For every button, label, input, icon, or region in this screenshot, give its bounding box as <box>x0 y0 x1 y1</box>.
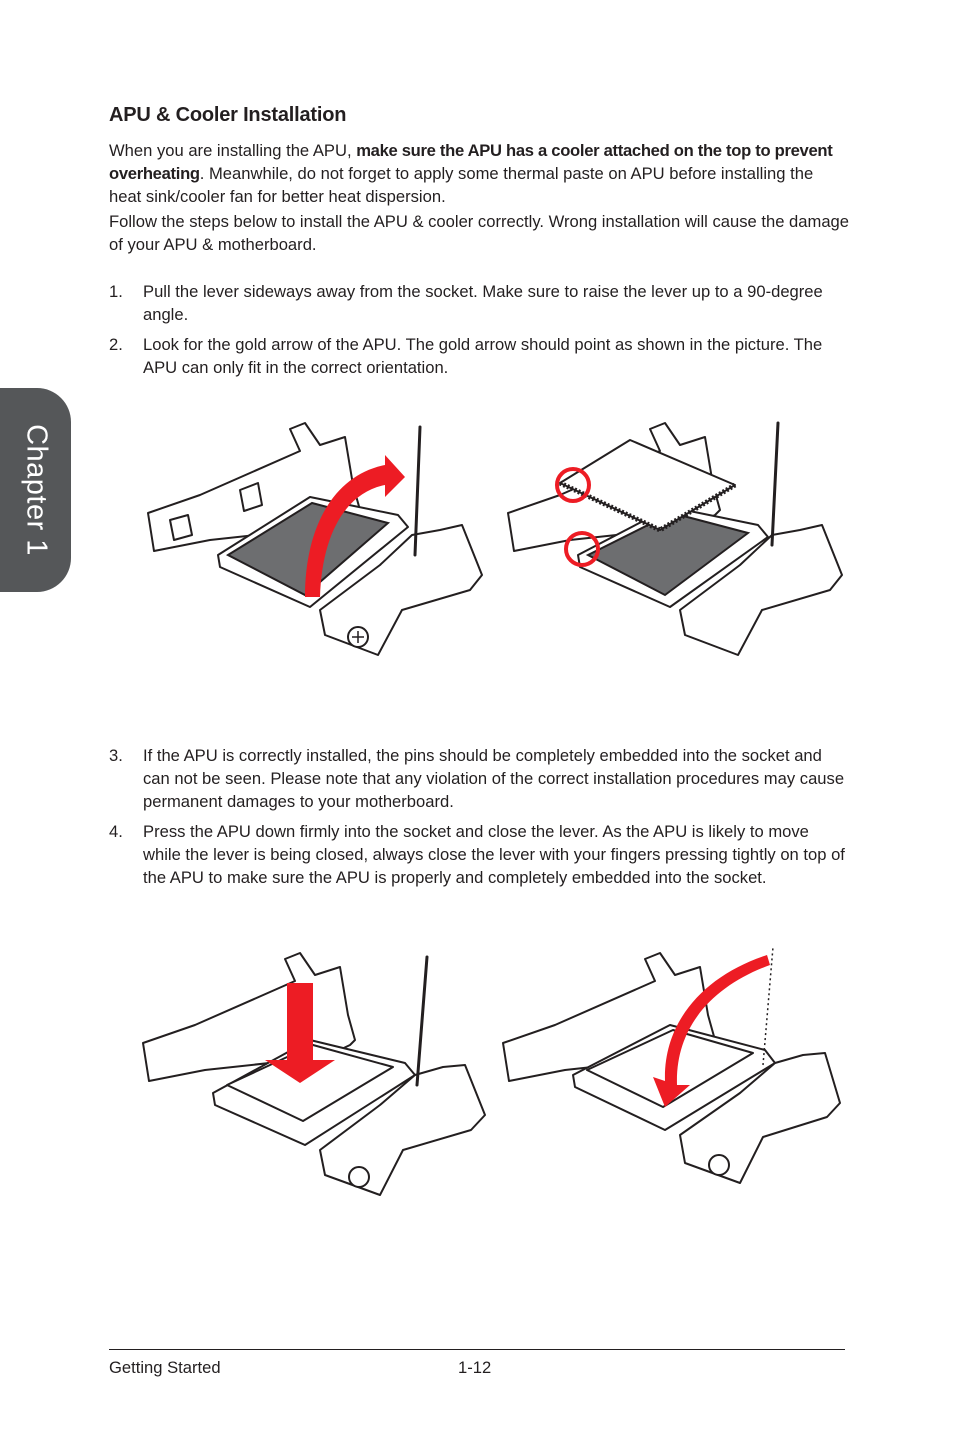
chapter-tab: Chapter 1 <box>0 388 71 592</box>
straight-down-arrow <box>265 983 335 1083</box>
socket-arrow-marker-circle <box>564 531 600 567</box>
rail-notches <box>169 482 263 541</box>
intro-paragraph-1: When you are installing the APU, make su… <box>109 139 849 208</box>
figure-lever-close <box>502 946 841 1184</box>
footer-divider <box>109 1349 845 1350</box>
step-4: 4. Press the APU down firmly into the so… <box>109 820 849 889</box>
figure-apu-orientation <box>507 421 843 656</box>
lever-raised <box>415 955 429 1087</box>
intro-text-end: . Meanwhile, do not forget to apply some… <box>109 164 814 206</box>
step-2: 2. Look for the gold arrow of the APU. T… <box>109 333 849 379</box>
footer-page-number: 1-12 <box>458 1358 492 1377</box>
footer-section-name: Getting Started <box>109 1358 221 1377</box>
socket-pin-field <box>585 511 751 597</box>
step-1: 1. Pull the lever sideways away from the… <box>109 280 849 326</box>
mount-screw <box>708 1154 730 1176</box>
screw-cross <box>352 631 364 643</box>
step-text: If the APU is correctly installed, the p… <box>143 746 845 811</box>
apu-pins <box>558 480 737 533</box>
curved-up-arrow <box>305 455 405 597</box>
step-number: 3. <box>109 746 123 765</box>
socket-pin-field <box>225 501 391 597</box>
intro-text-start: When you are installing the APU, <box>109 141 357 160</box>
lever-raised <box>413 425 422 557</box>
lever-raised <box>770 421 780 547</box>
step-number: 2. <box>109 335 123 354</box>
step-text: Pull the lever sideways away from the so… <box>143 282 823 324</box>
step-number: 1. <box>109 282 123 301</box>
chapter-tab-label: Chapter 1 <box>20 424 53 556</box>
socket-front-frame <box>319 1064 486 1196</box>
section-title: APU & Cooler Installation <box>109 104 347 126</box>
step-text: Look for the gold arrow of the APU. The … <box>143 335 823 377</box>
mount-screw <box>348 1166 370 1188</box>
step-text: Press the APU down firmly into the socke… <box>143 822 845 887</box>
figure-apu-press <box>142 952 486 1196</box>
step-number: 4. <box>109 822 123 841</box>
socket-front-frame <box>679 1052 841 1184</box>
socket-front-frame <box>679 524 843 656</box>
figure-lever-raise <box>147 422 483 656</box>
step-3: 3. If the APU is correctly installed, th… <box>109 744 849 813</box>
intro-warning-bold: make sure the APU has a cooler attached … <box>109 141 833 183</box>
apu-seated <box>226 1044 394 1122</box>
socket-front-frame <box>319 524 483 656</box>
curved-down-arrow <box>653 955 770 1107</box>
intro-paragraph-2: Follow the steps below to install the AP… <box>109 212 850 254</box>
apu-arrow-marker-circle <box>555 467 591 503</box>
